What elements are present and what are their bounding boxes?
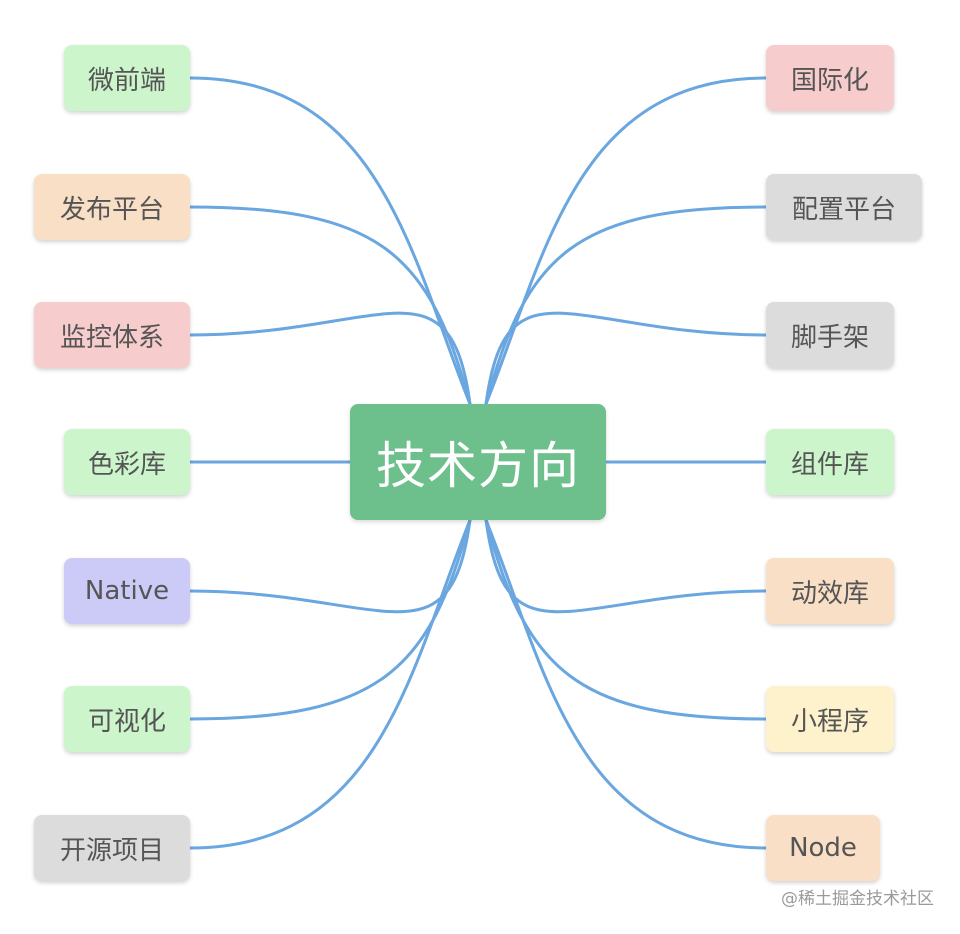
left-node-7[interactable]: 开源项目: [34, 815, 190, 881]
right-node-6[interactable]: 小程序: [766, 686, 894, 752]
right-node-4[interactable]: 组件库: [766, 429, 894, 495]
left-edge-1: [188, 76, 472, 406]
right-node-7[interactable]: Node: [766, 815, 880, 881]
left-node-3[interactable]: 监控体系: [34, 302, 190, 368]
left-edge-3: [188, 311, 472, 406]
left-node-2[interactable]: 发布平台: [34, 174, 190, 240]
right-node-3[interactable]: 脚手架: [766, 302, 894, 368]
right-edge-3: [484, 311, 768, 406]
left-edge-6: [188, 518, 472, 721]
right-edge-2: [484, 205, 768, 406]
left-node-4[interactable]: 色彩库: [64, 429, 190, 495]
right-edge-7: [484, 518, 768, 850]
right-edge-1: [484, 76, 768, 406]
center-node[interactable]: 技术方向: [350, 404, 606, 520]
right-edge-6: [484, 518, 768, 721]
right-node-2[interactable]: 配置平台: [766, 174, 922, 240]
watermark: @稀土掘金技术社区: [781, 889, 934, 909]
left-node-6[interactable]: 可视化: [64, 686, 190, 752]
left-node-1[interactable]: 微前端: [64, 45, 190, 111]
left-edge-7: [188, 518, 472, 850]
right-node-1[interactable]: 国际化: [766, 45, 894, 111]
left-edge-2: [188, 205, 472, 406]
left-node-5[interactable]: Native: [64, 558, 190, 624]
right-edge-5: [484, 518, 768, 614]
right-node-5[interactable]: 动效库: [766, 558, 894, 624]
left-edge-5: [188, 518, 472, 614]
